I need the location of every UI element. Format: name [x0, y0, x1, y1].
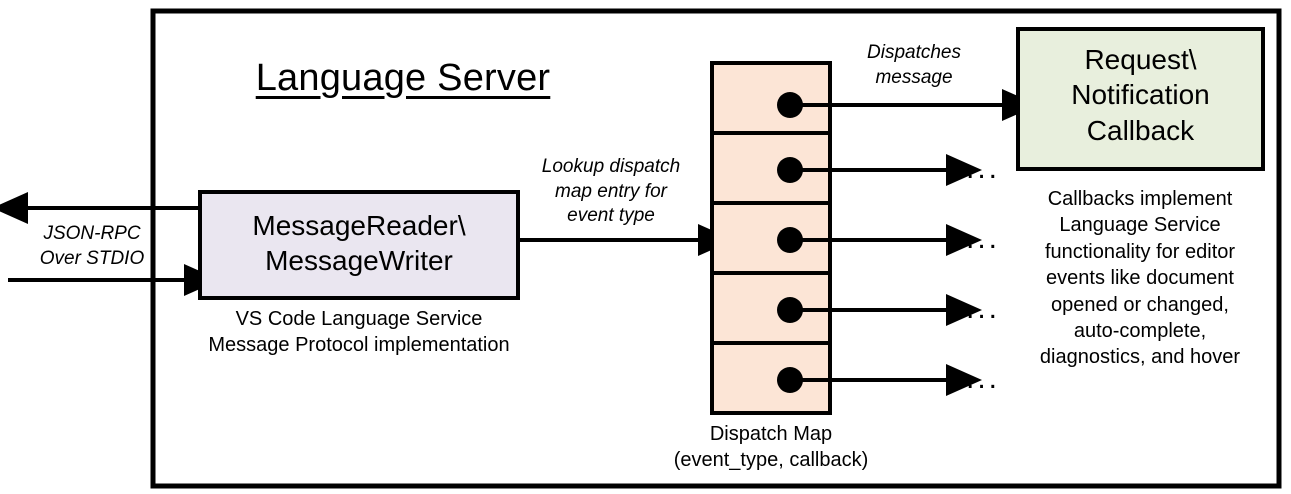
dispatch-ellipsis-3: ...	[966, 222, 1001, 255]
page-title: Language Server	[255, 57, 551, 99]
lookup-dispatch-label: Lookup dispatch map entry for event type	[541, 156, 681, 227]
dispatch-ellipsis-2: ...	[966, 152, 1001, 185]
callback-box-label: Request\ Notification Callback	[1071, 44, 1210, 146]
callback-box-caption: Callbacks implement Language Service fun…	[1039, 188, 1241, 369]
dispatch-ellipsis-4: ...	[966, 292, 1001, 325]
dispatch-map-caption: Dispatch Map (event_type, callback)	[673, 423, 869, 472]
request-notification-callback-box[interactable]	[1016, 27, 1265, 171]
dispatches-message-label: Dispatches message	[867, 42, 961, 88]
message-reader-writer-label: MessageReader\ MessageWriter	[252, 210, 466, 277]
json-rpc-label: JSON-RPC Over STDIO	[39, 223, 145, 269]
dispatch-map-row-1[interactable]	[710, 61, 832, 135]
dispatch-ellipsis-5: ...	[966, 362, 1001, 395]
message-reader-writer-box[interactable]	[198, 190, 520, 300]
message-box-caption: VS Code Language Service Message Protoco…	[208, 308, 510, 357]
